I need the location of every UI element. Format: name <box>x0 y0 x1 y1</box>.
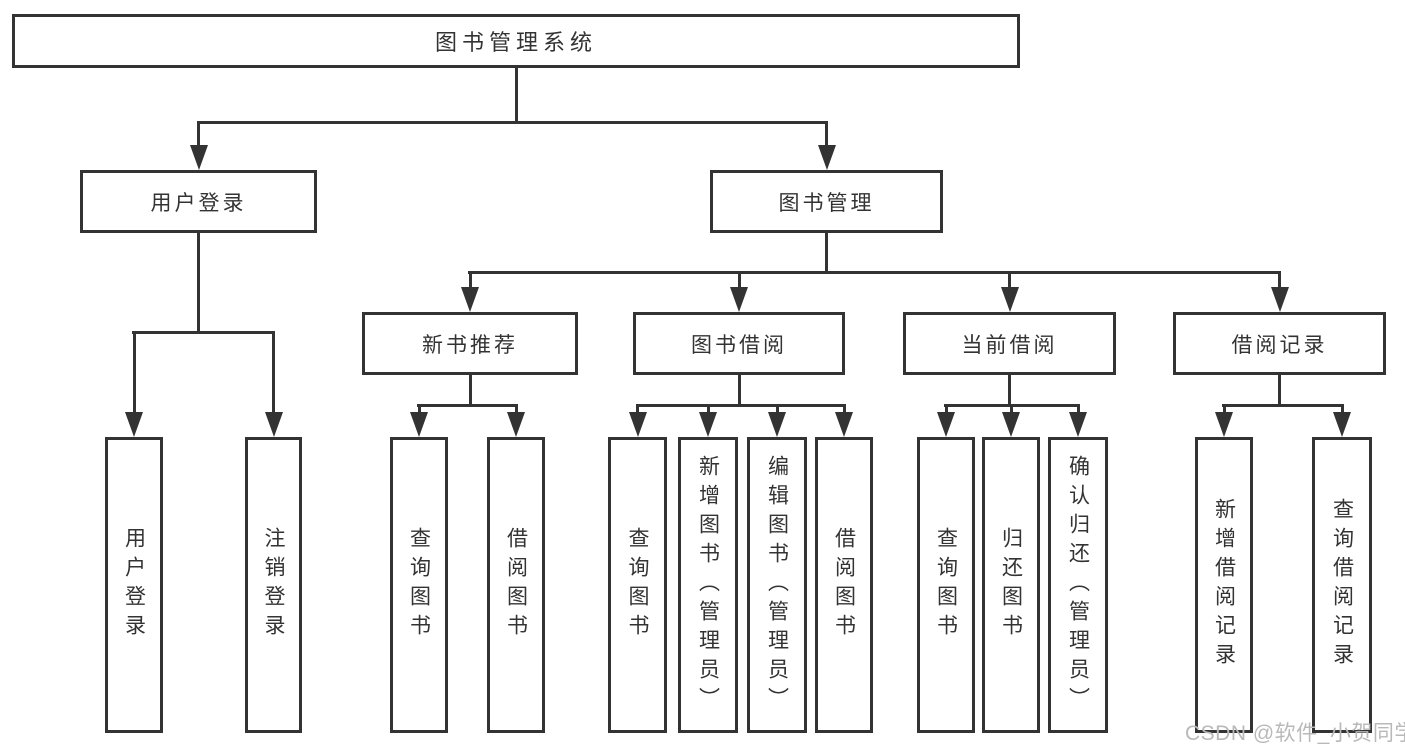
arrow-down-icon <box>125 412 143 437</box>
leaf-edit-books-admin-label: 编辑图书（管理员） <box>765 454 789 716</box>
connector-drop <box>706 404 710 414</box>
leaf-query-books-recommend-label: 查询图书 <box>407 527 431 643</box>
node-book-management: 图书管理 <box>710 170 943 233</box>
connector-drop <box>737 271 741 288</box>
connector-stub <box>825 233 828 274</box>
node-book-borrow: 图书借阅 <box>633 312 845 375</box>
connector-stub <box>468 375 472 407</box>
connector-drop <box>1340 404 1344 414</box>
arrow-down-icon <box>817 145 836 170</box>
connector-drop <box>272 331 275 412</box>
connector-branch <box>132 331 275 334</box>
leaf-query-books-borrow-label: 查询图书 <box>626 527 649 643</box>
node-book-borrow-label: 图书借阅 <box>691 333 787 357</box>
leaf-add-borrow-record-label: 新增借阅记录 <box>1212 498 1236 672</box>
arrow-down-icon <box>730 287 748 312</box>
leaf-return-books-label: 归还图书 <box>999 527 1023 643</box>
node-user-login: 用户登录 <box>80 170 317 233</box>
arrow-down-icon <box>835 412 853 437</box>
leaf-query-books-recommend: 查询图书 <box>390 437 448 733</box>
connector-stub <box>197 233 200 333</box>
leaf-borrow-books-recommend-label: 借阅图书 <box>504 527 528 643</box>
node-new-book-recommend: 新书推荐 <box>362 312 578 375</box>
connector-stub <box>514 68 518 124</box>
arrow-down-icon <box>937 412 955 437</box>
connector-drop <box>514 404 518 414</box>
arrow-down-icon <box>507 412 525 437</box>
connector-drop <box>775 404 779 414</box>
leaf-query-borrow-record-label: 查询借阅记录 <box>1330 498 1354 672</box>
leaf-return-books: 归还图书 <box>982 437 1040 733</box>
leaf-add-books-admin: 新增图书（管理员） <box>678 437 738 733</box>
leaf-query-books-current-label: 查询图书 <box>934 527 958 643</box>
node-borrow-records: 借阅记录 <box>1173 312 1386 375</box>
leaf-query-books-current: 查询图书 <box>917 437 975 733</box>
connector-branch <box>417 404 518 407</box>
leaf-borrow-books-borrow: 借阅图书 <box>815 437 873 733</box>
connector-drop <box>1278 271 1281 288</box>
leaf-user-login-label: 用户登录 <box>122 527 146 643</box>
node-system-root: 图书管理系统 <box>12 14 1020 68</box>
arrow-down-icon <box>1270 287 1289 312</box>
leaf-query-books-borrow: 查询图书 <box>608 437 667 733</box>
leaf-borrow-books-recommend: 借阅图书 <box>487 437 545 733</box>
node-current-borrow: 当前借阅 <box>903 312 1116 375</box>
connector-drop <box>468 271 472 288</box>
connector-drop <box>1222 404 1226 414</box>
arrow-down-icon <box>1069 412 1087 437</box>
node-current-borrow-label: 当前借阅 <box>961 333 1058 357</box>
connector-drop <box>197 121 200 147</box>
arrow-down-icon <box>189 145 208 170</box>
leaf-user-login: 用户登录 <box>105 437 163 733</box>
node-borrow-records-label: 借阅记录 <box>1231 333 1328 357</box>
arrow-down-icon <box>1215 412 1233 437</box>
connector-drop <box>825 121 828 147</box>
connector-drop <box>636 404 639 414</box>
leaf-add-books-admin-label: 新增图书（管理员） <box>696 454 720 716</box>
arrow-down-icon <box>1000 287 1019 312</box>
leaf-logout-label: 注销登录 <box>262 527 285 643</box>
connector-branch <box>1222 404 1343 407</box>
arrow-down-icon <box>768 412 786 437</box>
csdn-watermark: CSDN @软件_小贺同学 <box>1185 722 1405 745</box>
arrow-down-icon <box>1333 412 1351 437</box>
connector-stub <box>1278 375 1281 407</box>
connector-branch <box>197 121 828 124</box>
arrow-down-icon <box>461 287 479 312</box>
connector-drop <box>1008 271 1011 288</box>
connector-branch <box>636 404 846 407</box>
leaf-add-borrow-record: 新增借阅记录 <box>1195 437 1253 733</box>
leaf-logout: 注销登录 <box>245 437 302 733</box>
connector-stub <box>737 375 741 407</box>
arrow-down-icon <box>1002 412 1020 437</box>
arrow-down-icon <box>264 412 283 437</box>
connector-drop <box>1009 404 1013 414</box>
connector-drop <box>842 404 846 414</box>
connector-branch <box>468 271 1281 274</box>
leaf-confirm-return-admin: 确认归还（管理员） <box>1048 437 1108 733</box>
arrow-down-icon <box>628 412 647 437</box>
node-user-login-label: 用户登录 <box>150 191 247 215</box>
leaf-edit-books-admin: 编辑图书（管理员） <box>747 437 807 733</box>
leaf-borrow-books-borrow-label: 借阅图书 <box>832 527 856 643</box>
connector-drop <box>417 404 421 414</box>
connector-drop <box>132 331 136 412</box>
node-system-root-label: 图书管理系统 <box>434 30 597 55</box>
node-new-book-recommend-label: 新书推荐 <box>422 333 518 357</box>
leaf-confirm-return-admin-label: 确认归还（管理员） <box>1066 454 1090 716</box>
leaf-query-borrow-record: 查询借阅记录 <box>1312 437 1372 733</box>
arrow-down-icon <box>699 412 717 437</box>
connector-drop <box>944 404 948 414</box>
node-book-management-label: 图书管理 <box>778 191 875 215</box>
connector-stub <box>1008 375 1011 407</box>
arrow-down-icon <box>410 412 428 437</box>
connector-drop <box>1076 404 1080 414</box>
